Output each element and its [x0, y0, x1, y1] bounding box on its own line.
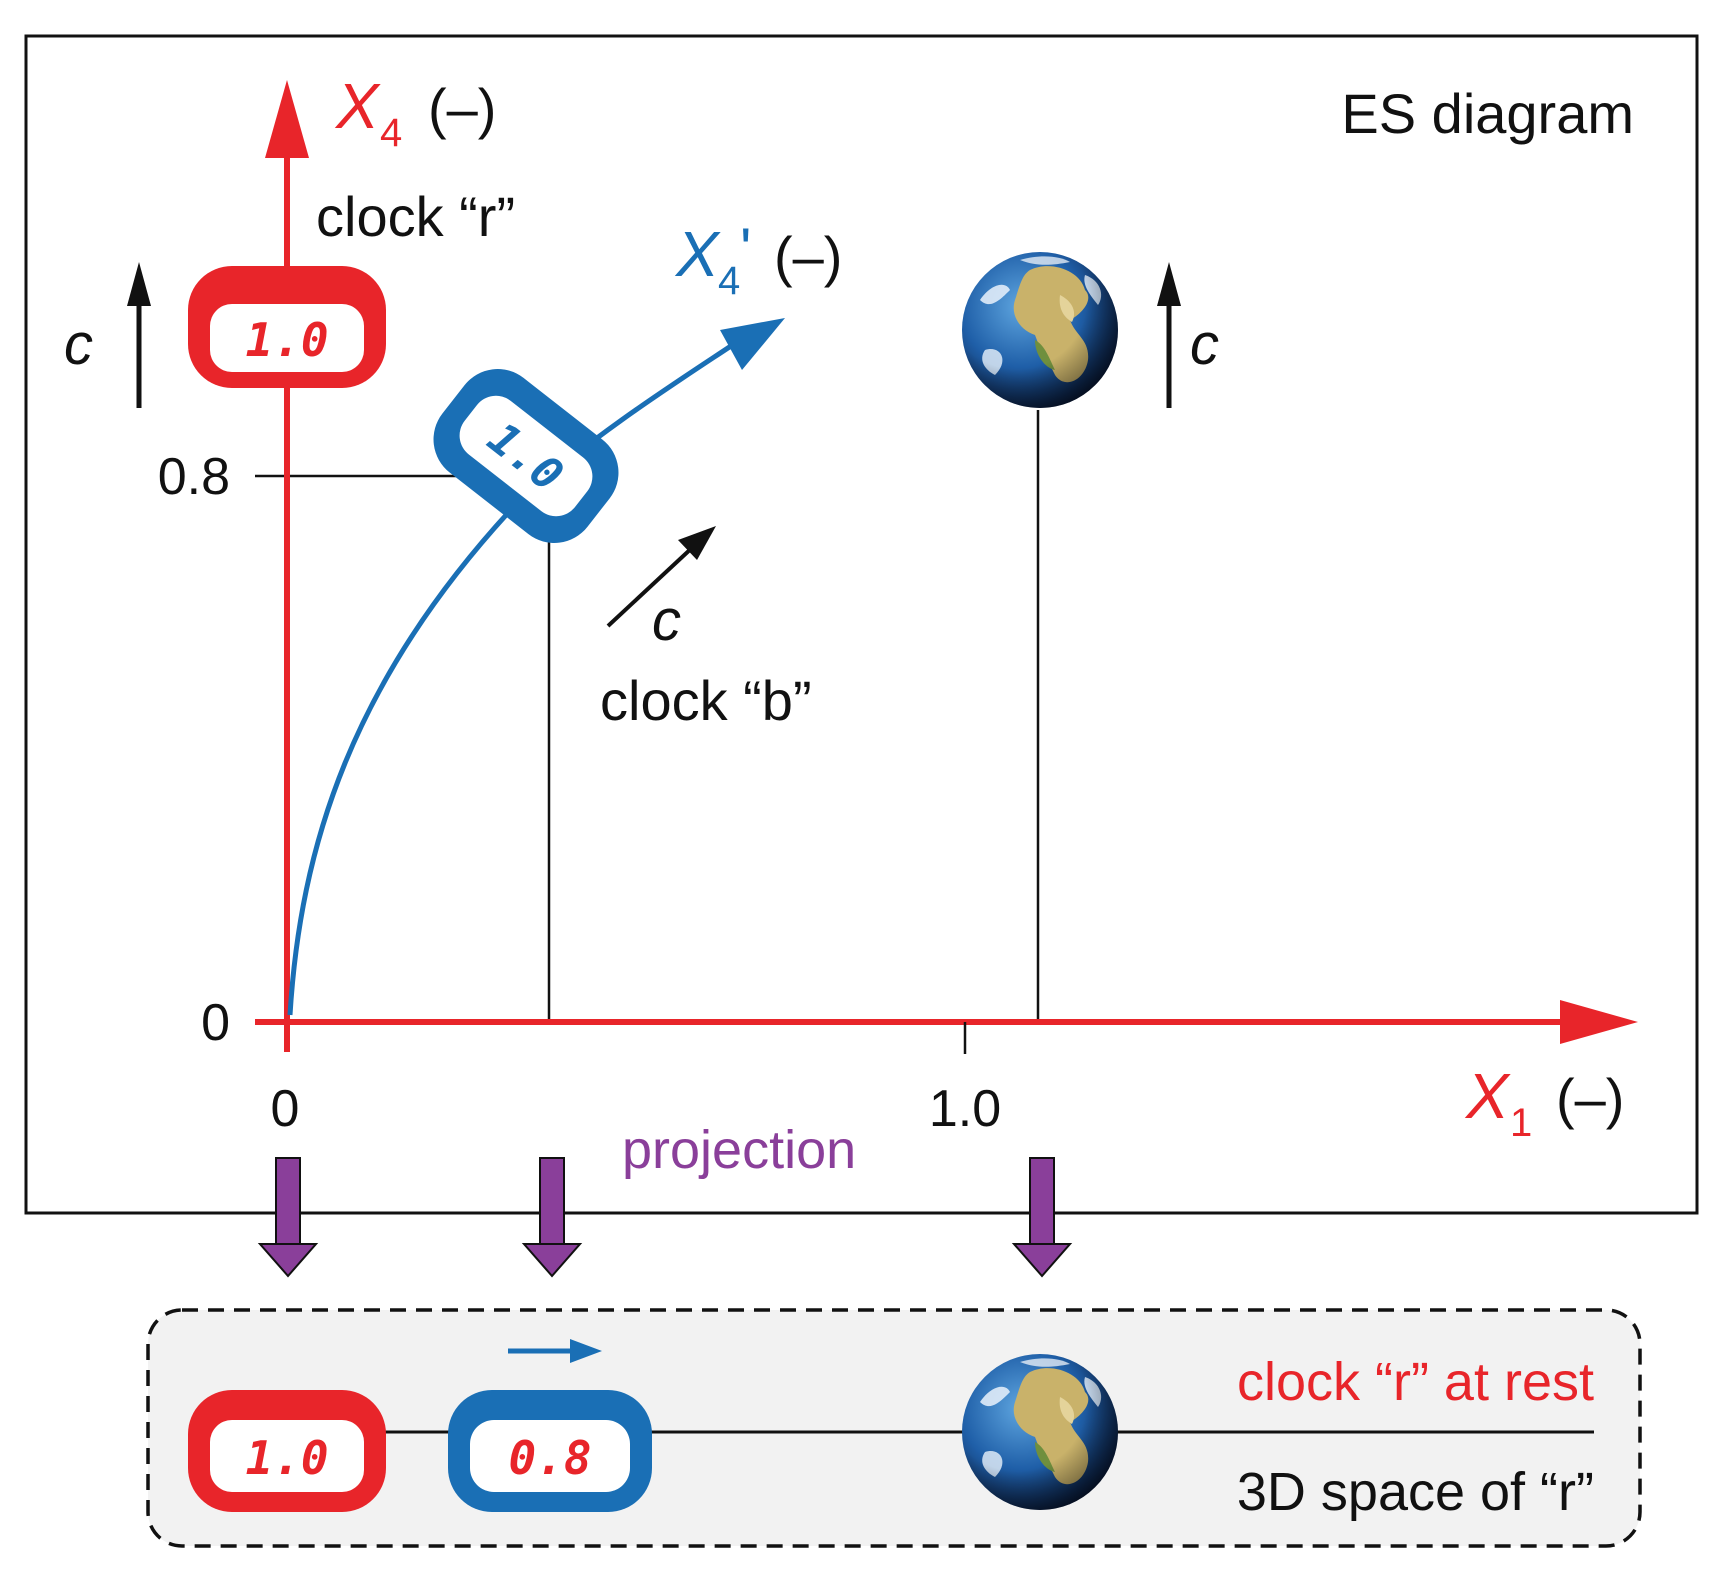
x1-tick-label-0: 0	[271, 1080, 300, 1138]
svg-text:(–): (–)	[428, 77, 496, 140]
x4prime-axis-title: X 4 ' (–)	[674, 216, 842, 303]
arrow-up-icon	[1157, 262, 1181, 408]
space-clock-b-face	[470, 1420, 630, 1492]
arrow-up-icon	[127, 262, 151, 408]
arrow-down-icon	[257, 1157, 319, 1278]
arrow-down-icon	[1011, 1157, 1073, 1278]
clock-r-face	[210, 304, 364, 372]
arrow-down-icon	[521, 1157, 583, 1278]
space-label-top: clock “r” at rest	[1237, 1352, 1594, 1412]
x1-axis-title: X 1 (–)	[1464, 1060, 1624, 1145]
diagram-frame	[24, 34, 1699, 1215]
svg-text:4: 4	[380, 111, 402, 155]
x1-axis-arrowhead	[1560, 1000, 1638, 1044]
space-clock-b: 0.8	[448, 1390, 652, 1512]
x1-tick-label-1.0: 1.0	[929, 1080, 1001, 1138]
svg-text:X: X	[334, 70, 381, 142]
space-clock-r-display: 1.0	[245, 1431, 328, 1485]
svg-text:X: X	[1464, 1060, 1511, 1132]
svg-text:1: 1	[1510, 1101, 1532, 1145]
earth-icon	[962, 1354, 1118, 1510]
svg-text:': '	[740, 216, 751, 283]
x4prime-arrowhead	[720, 318, 785, 370]
space-clock-r-face	[210, 1420, 364, 1492]
x4-axis-title: X 4 (–)	[334, 70, 496, 155]
svg-text:(–): (–)	[774, 225, 842, 288]
x4-tick-label-0.8: 0.8	[158, 448, 230, 506]
clock-b: 1.0	[433, 369, 619, 543]
diagram-title: ES diagram	[1341, 82, 1634, 145]
projection-label: projection	[622, 1120, 856, 1180]
clock-b-face	[459, 395, 593, 517]
arrow-right-icon	[508, 1339, 602, 1363]
arrow-diag-icon	[606, 526, 716, 628]
space-clock-r: 1.0	[188, 1390, 386, 1512]
earth-icon	[962, 252, 1118, 408]
svg-text:X: X	[674, 218, 721, 290]
clock-r: 1.0	[188, 266, 386, 388]
space-label-bottom: 3D space of “r”	[1237, 1462, 1594, 1522]
x4-tick-label-0: 0	[201, 994, 230, 1052]
clock-r-label: clock “r”	[316, 185, 515, 248]
clock-b-label: clock “b”	[600, 669, 812, 732]
svg-text:(–): (–)	[1556, 1067, 1624, 1130]
speed-label-clock-r: c	[64, 312, 93, 377]
svg-text:4: 4	[718, 259, 740, 303]
clock-r-display: 1.0	[245, 313, 328, 367]
speed-label-earth: c	[1190, 312, 1219, 377]
speed-label-clock-b: c	[652, 588, 681, 653]
x4prime-worldline	[287, 337, 742, 1016]
x4-axis-arrowhead	[265, 80, 309, 158]
space-clock-b-display: 0.8	[508, 1431, 591, 1485]
